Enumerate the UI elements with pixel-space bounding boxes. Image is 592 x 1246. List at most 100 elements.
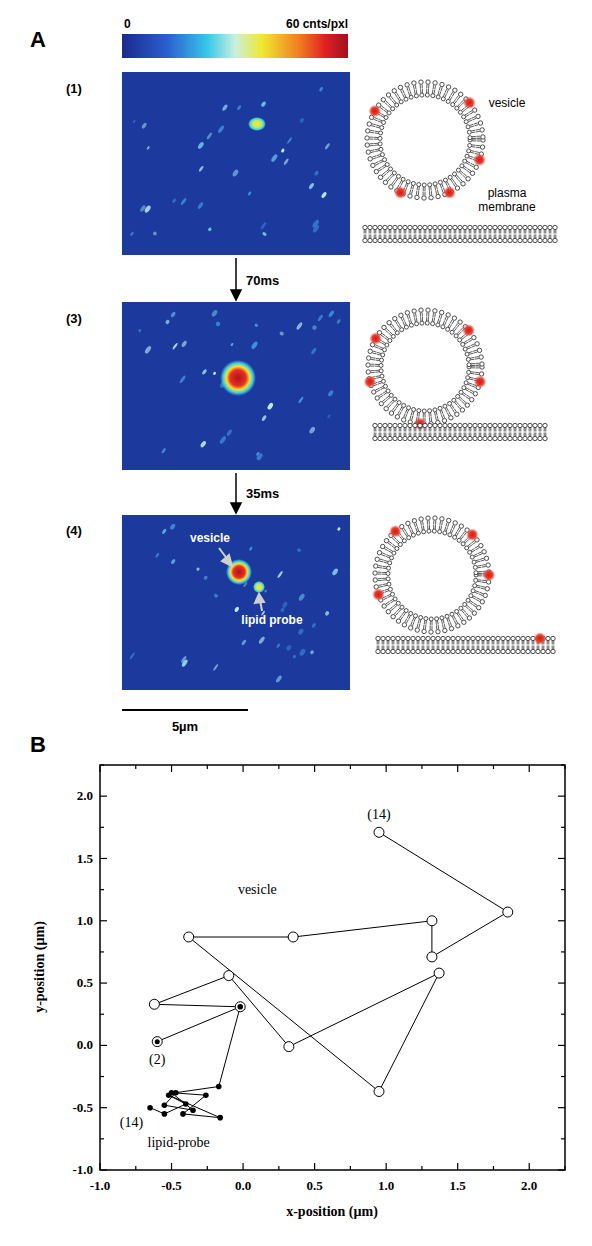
speckle: [287, 137, 293, 144]
axis-tick: [558, 920, 565, 921]
lipid-tail: [388, 178, 391, 181]
lipid-tail: [418, 187, 419, 191]
lipid-tail: [469, 353, 473, 354]
lipid-tail: [510, 433, 511, 437]
lipid-tail: [391, 324, 393, 327]
lipid-head: [469, 594, 473, 598]
lipid-head: [533, 238, 537, 242]
lipid-head: [418, 423, 422, 427]
lipid-tail: [465, 540, 468, 543]
lipid-head: [445, 614, 449, 618]
lipid-tail: [460, 230, 461, 234]
lipid-tail: [469, 602, 472, 604]
lipid-head: [393, 423, 397, 427]
lipid-tail: [446, 527, 447, 531]
lipid-tail: [500, 428, 501, 432]
lipid-head: [478, 225, 482, 229]
speckle: [292, 654, 296, 659]
lipid-tail: [448, 623, 449, 627]
lipid-tail: [540, 230, 541, 234]
sequence-arrows: [231, 258, 241, 513]
lipid-head: [403, 436, 407, 440]
lipid-head: [465, 403, 469, 407]
lipid-tail: [462, 337, 465, 339]
lipid-tail: [515, 235, 516, 239]
lipid-probe-dye: [444, 187, 456, 199]
lipid-tail: [439, 433, 440, 437]
lipid-head: [388, 587, 392, 591]
probe-point: [203, 1092, 209, 1098]
lipid-tail: [539, 230, 540, 234]
lipid-head: [433, 238, 437, 242]
lipid-head: [478, 121, 482, 125]
axis-tick: [561, 764, 565, 765]
lipid-tail: [406, 620, 408, 624]
lipid-tail: [435, 621, 436, 625]
lipid-tail: [371, 366, 375, 367]
lipid-tail: [469, 158, 473, 160]
axis-tick: [99, 1163, 100, 1170]
lipid-tail: [417, 646, 418, 650]
lipid-tail: [382, 568, 386, 570]
lipid-tail: [432, 641, 433, 645]
lipid-head: [377, 551, 381, 555]
lipid-tail: [402, 89, 404, 93]
lipid-tail: [543, 646, 544, 650]
lipid-tail: [519, 230, 520, 234]
lipid-head: [453, 521, 457, 525]
lipid-head: [443, 436, 447, 440]
lipid-tail: [435, 190, 437, 194]
lipid-head: [451, 636, 455, 640]
lipid-head: [383, 436, 387, 440]
lipid-tail: [384, 400, 387, 403]
lipid-head: [389, 556, 393, 560]
lipid-tail: [399, 235, 400, 239]
lipid-tail: [476, 587, 480, 588]
lipid-tail: [394, 428, 395, 432]
lipid-head: [431, 649, 435, 653]
lipid-tail: [476, 548, 479, 550]
lipid-head: [472, 611, 476, 615]
lipid-head: [476, 636, 480, 640]
lipid-tail: [525, 235, 526, 239]
speckle: [327, 414, 331, 419]
lipid-head: [441, 636, 445, 640]
lipid-tail: [504, 433, 505, 437]
lipid-head: [431, 94, 435, 98]
lipid-tail: [390, 428, 391, 432]
lipid-tail: [378, 383, 382, 384]
lipid-head: [366, 129, 370, 133]
lipid-head: [482, 550, 486, 554]
lipid-head: [454, 334, 458, 338]
lipid-head: [466, 357, 470, 361]
lipid-tail: [377, 641, 378, 645]
lipid-head: [459, 92, 463, 96]
lipid-tail: [384, 393, 387, 395]
lipid-head: [438, 423, 442, 427]
lipid-tail: [469, 428, 470, 432]
lipid-tail: [454, 230, 455, 234]
probe-point: [162, 1102, 168, 1108]
lipid-tail: [479, 592, 483, 593]
lipid-tail: [382, 646, 383, 650]
lipid-tail: [379, 586, 383, 588]
lipid-tail: [519, 235, 520, 239]
lipid-tail: [493, 646, 494, 650]
lipid-head: [414, 94, 418, 98]
lipid-tail: [475, 235, 476, 239]
lipid-head: [363, 225, 367, 229]
lipid-tail: [444, 322, 446, 326]
lipid-head: [378, 142, 382, 146]
lipid-head: [416, 531, 420, 535]
lipid-tail: [471, 365, 475, 366]
lipid-tail: [425, 428, 426, 432]
lipid-head: [533, 436, 537, 440]
lipid-head: [446, 327, 450, 331]
lipid-tail: [468, 641, 469, 645]
lipid-tail: [379, 348, 383, 349]
lipid-head: [446, 99, 450, 103]
lipid-head: [423, 238, 427, 242]
lipid-tail: [550, 235, 551, 239]
lipid-head: [380, 126, 384, 130]
lipid-tail: [438, 91, 439, 95]
